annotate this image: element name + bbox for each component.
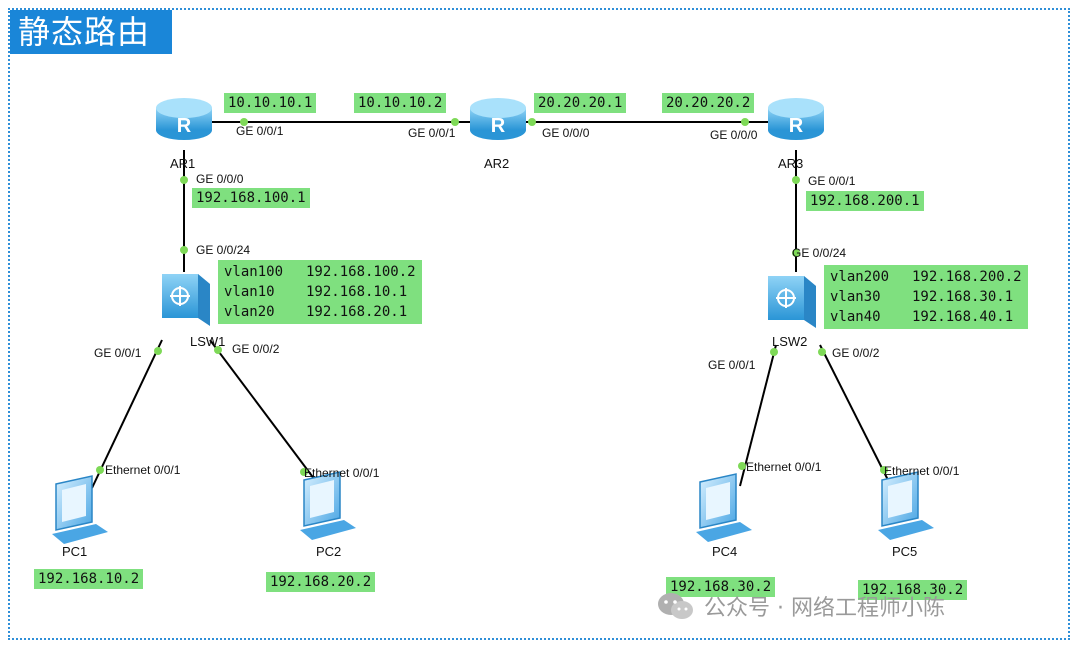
port-ar2-ge000: GE 0/0/0 [542, 126, 590, 140]
pc2-icon[interactable] [300, 471, 356, 540]
port-pc1-eth: Ethernet 0/0/1 [105, 463, 181, 477]
page-title: 静态路由 [10, 10, 172, 54]
wechat-icon [656, 591, 696, 627]
device-label-lsw2: LSW2 [772, 334, 808, 349]
watermark-text: 公众号 · 网络工程师小陈 [704, 596, 945, 621]
svg-text:R: R [491, 115, 506, 137]
ip-ar1-ge001: 10.10.10.1 [224, 93, 317, 113]
svg-text:R: R [789, 115, 804, 137]
switch-lsw2-icon[interactable] [768, 276, 816, 328]
port-ar2-ge001: GE 0/0/1 [408, 126, 456, 140]
device-label-pc1: PC1 [62, 544, 88, 559]
ip-ar3-ge000: 20.20.20.2 [662, 93, 755, 113]
ip-ar2-ge001: 10.10.10.2 [354, 93, 447, 113]
port-lsw1-ge001: GE 0/0/1 [94, 346, 142, 360]
ip-pc2: 192.168.20.2 [266, 572, 376, 592]
dotted-frame [8, 8, 1070, 640]
link-lsw2-pc4 [739, 344, 777, 487]
switch-lsw1-icon[interactable] [162, 274, 210, 326]
pc1-icon[interactable] [52, 475, 108, 544]
ip-ar3-ge001: 192.168.200.1 [806, 191, 924, 211]
device-label-pc4: PC4 [712, 544, 738, 559]
ip-pc1: 192.168.10.2 [34, 569, 144, 589]
port-pc5-eth: Ethernet 0/0/1 [884, 464, 960, 478]
device-label-ar3: AR3 [778, 156, 804, 171]
device-label-lsw1: LSW1 [190, 334, 226, 349]
link-lsw1-pc1 [91, 339, 163, 489]
router-ar3-icon[interactable]: R [768, 98, 824, 140]
device-label-ar2: AR2 [484, 156, 510, 171]
port-dots [96, 118, 888, 476]
router-ar2-icon[interactable]: R [470, 98, 526, 140]
port-lsw1-ge0024: GE 0/0/24 [196, 243, 251, 257]
device-label-pc2: PC2 [316, 544, 342, 559]
device-label-ar1: AR1 [170, 156, 196, 171]
watermark: 公众号 · 网络工程师小陈 [656, 590, 945, 627]
ip-ar2-ge000: 20.20.20.1 [534, 93, 627, 113]
port-ar1-ge000: GE 0/0/0 [196, 172, 244, 186]
svg-text:R: R [177, 115, 192, 137]
ip-pc5: 192.168.30.2 [858, 580, 968, 600]
port-lsw2-ge002: GE 0/0/2 [832, 346, 880, 360]
ip-pc4: 192.168.30.2 [666, 577, 776, 597]
port-pc4-eth: Ethernet 0/0/1 [746, 460, 822, 474]
router-ar1-icon[interactable]: R [156, 98, 212, 140]
port-ar3-ge001: GE 0/0/1 [808, 174, 856, 188]
port-lsw1-ge002: GE 0/0/2 [232, 342, 280, 356]
port-ar3-ge000: GE 0/0/0 [710, 128, 758, 142]
pc5-icon[interactable] [878, 471, 934, 540]
pc4-icon[interactable] [696, 473, 752, 542]
link-lsw1-pc2 [209, 339, 319, 485]
ip-ar1-ge000: 192.168.100.1 [192, 188, 310, 208]
port-lsw2-ge0024: GE 0/0/24 [792, 246, 847, 260]
port-lsw2-ge001: GE 0/0/1 [708, 358, 756, 372]
link-lsw2-pc5 [819, 344, 891, 485]
device-label-pc5: PC5 [892, 544, 918, 559]
port-ar1-ge001: GE 0/0/1 [236, 124, 284, 138]
port-pc2-eth: Ethernet 0/0/1 [304, 466, 380, 480]
